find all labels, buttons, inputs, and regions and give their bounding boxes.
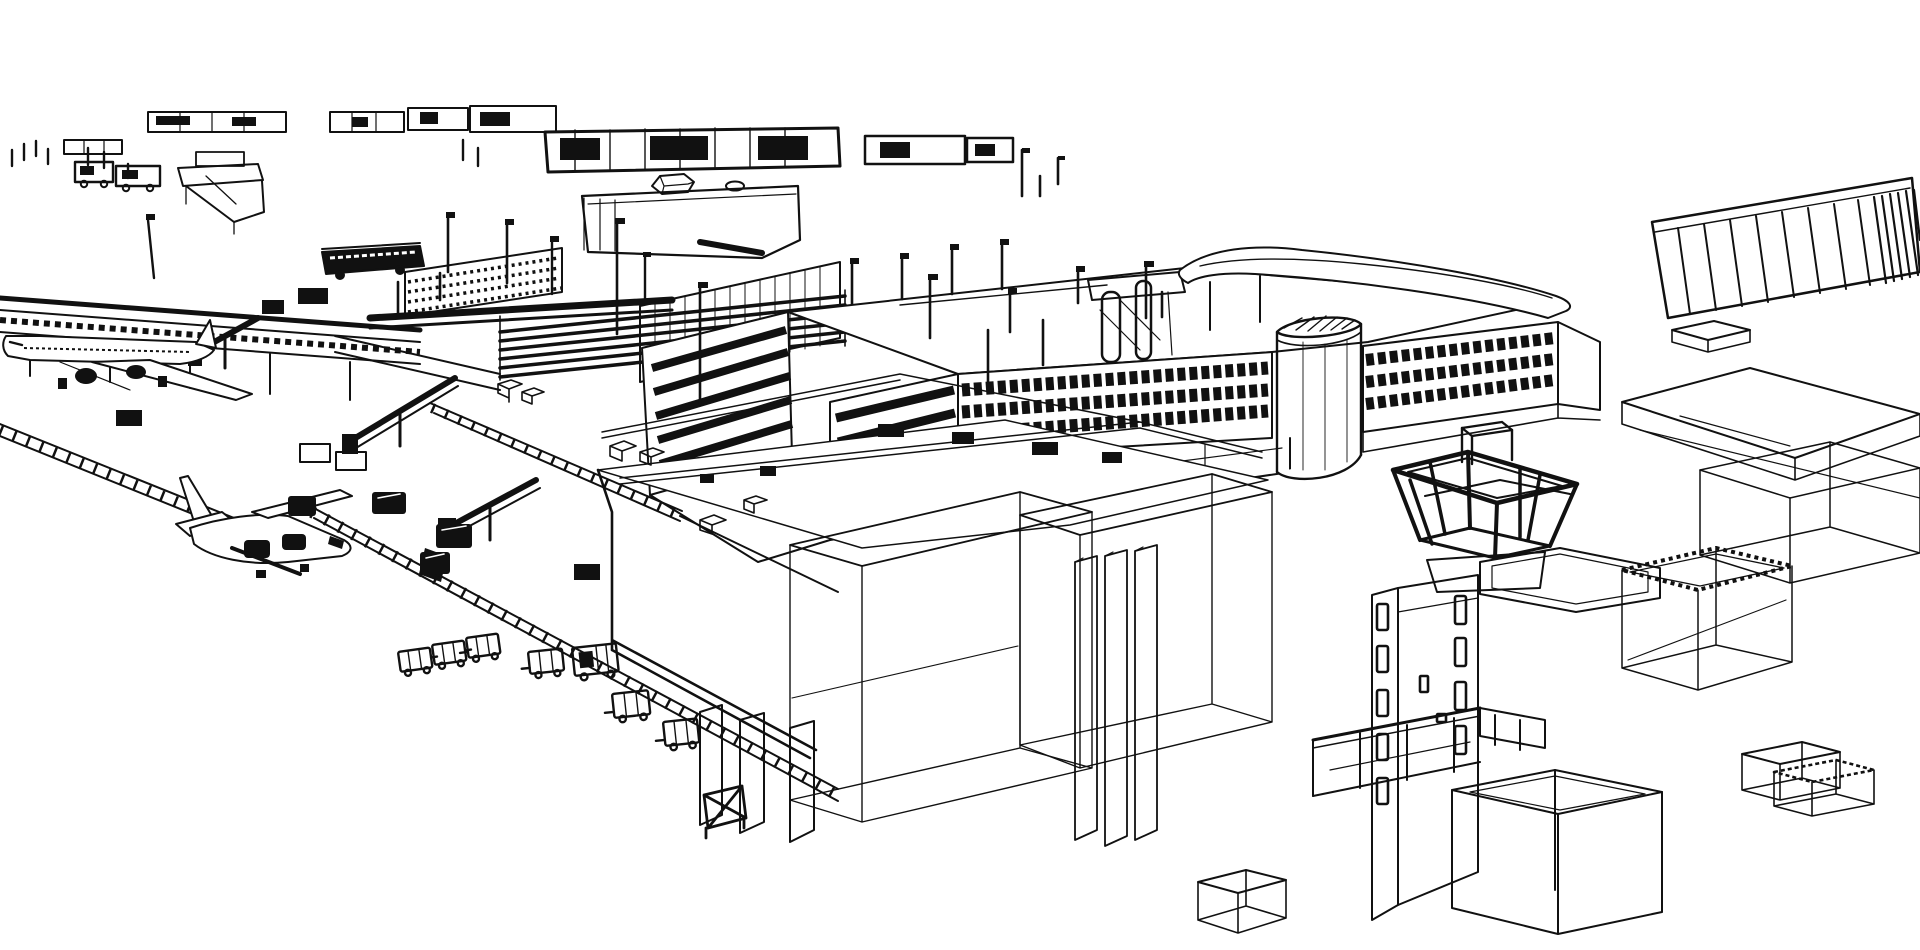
corner-boxes xyxy=(1741,741,1876,817)
deck-machinery xyxy=(574,424,1122,580)
baggage-hall xyxy=(789,473,1273,823)
drum-tower xyxy=(1275,315,1363,481)
rooftop-penthouse xyxy=(1087,271,1186,364)
distant-vehicles xyxy=(63,139,245,193)
box-building xyxy=(550,173,802,306)
screen-facade xyxy=(404,247,563,317)
tower-base xyxy=(1311,706,1546,797)
white-cubes xyxy=(497,379,768,535)
yard-walls xyxy=(699,704,815,843)
control-tower-cab xyxy=(1390,420,1580,593)
airplane-center xyxy=(175,443,472,578)
flat-platform xyxy=(1621,320,1920,499)
canopy-swoosh xyxy=(1177,246,1572,331)
shuttle-bus xyxy=(262,242,425,314)
airplane-left xyxy=(2,319,253,426)
ribbed-hall xyxy=(1650,176,1920,320)
ramp-structure xyxy=(177,163,265,235)
tower-annex xyxy=(1451,547,1663,935)
baggage-carts xyxy=(397,632,701,752)
partition-slabs xyxy=(1074,544,1158,847)
rooftop-flagpoles xyxy=(396,212,1164,406)
apron-box xyxy=(1197,869,1287,934)
right-boxes xyxy=(1620,441,1920,691)
distant-strip xyxy=(10,105,1065,280)
apron-deck xyxy=(574,373,1269,760)
